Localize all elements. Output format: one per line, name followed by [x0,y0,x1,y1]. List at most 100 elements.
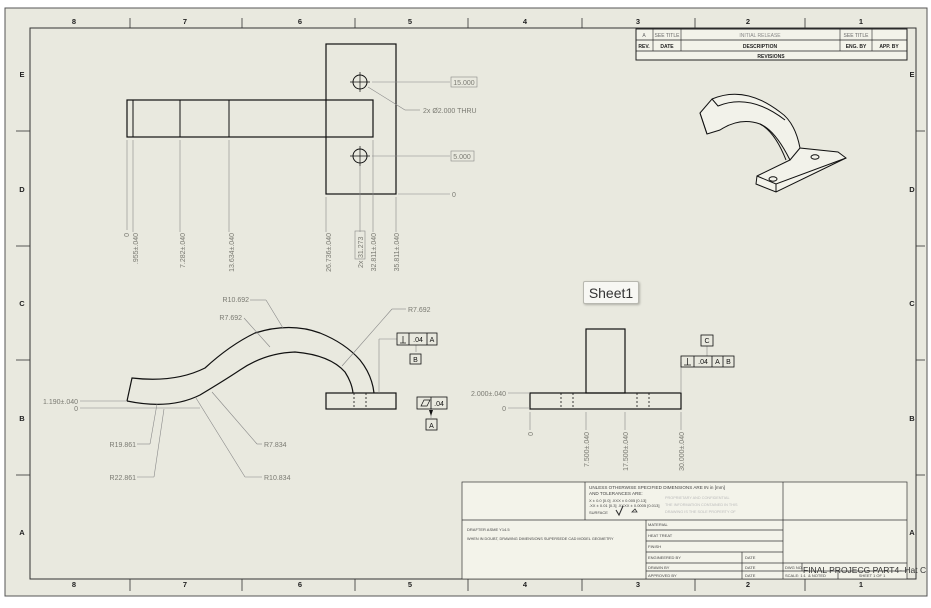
datum-label: A [429,423,434,430]
zone-row-label: A [909,528,915,537]
dim-label: 1.190±.040 [43,399,78,406]
rev-title: REVISIONS [757,54,785,60]
tb-field: MATERIAL [648,522,668,527]
rev-header: DATE [660,44,674,50]
tb-date: DATE [745,555,756,560]
gdt-datum-ref: A [715,359,720,366]
zone-column-label: 5 [408,17,412,26]
rev-cell: A [642,33,646,39]
dim-0: 0 [452,192,456,199]
tb-standard: WHEN IN DOUBT, DRAWING DIMENSIONS SUPERS… [467,537,614,541]
dim-5: 5.000 [453,154,471,161]
tb-proprietary: PROPRIETARY AND CONFIDENTIAL [665,496,730,500]
rev-header: ENG. BY [846,44,867,50]
rev-header: REV. [638,44,650,50]
ordinate-label: 17.500±.040 [623,432,630,471]
zone-row-label: A [19,528,25,537]
hole-callout: 2x Ø2.000 THRU [423,108,477,115]
tb-tolerance: X ± 0.0 [0.0] .XXX ± 0.005 [0.13] [589,498,646,503]
ordinate-label: .955±.040 [133,233,140,264]
datum-label: B [413,357,418,364]
radius-label: R10.834 [264,475,291,482]
zone-row-label: D [19,185,25,194]
rev-cell: INITIAL RELEASE [739,33,781,39]
tb-field: APPROVED BY [648,573,677,578]
zone-row-label: B [909,414,915,423]
ordinate-label: 0 [528,432,535,436]
ordinate-prefix: 2x [358,260,365,268]
tb-date: DATE [745,573,756,578]
tb-sheet: SHEET 1 OF 1 [859,573,886,578]
radius-label: R7.834 [264,442,287,449]
front-view[interactable] [80,299,448,478]
zone-column-label: 6 [298,17,302,26]
tb-dwg-no: DWG NO. [785,565,803,570]
tb-field: DRAWN BY [648,565,670,570]
tb-tolerance: .XX ± 0.01 [0.3] .XXXX ± 0.0005 [0.013] [589,503,659,508]
side-view[interactable] [508,328,735,430]
radius-label: R22.861 [110,475,137,482]
tb-scale: SCALE: 1:1 & NOTED [785,573,826,578]
zone-column-label: 1 [859,580,863,589]
ordinate-label: 30.000±.040 [679,432,686,471]
zone-row-label: C [909,299,915,308]
zone-column-label: 8 [72,17,76,26]
tb-date: DATE [745,565,756,570]
surface-symbols [615,505,638,517]
zone-column-label: 3 [636,17,640,26]
tb-notes: UNLESS OTHERWISE SPECIFIED DIMENSIONS AR… [589,485,725,490]
rev-cell: SEE TITLE [655,33,681,39]
ordinate-label: 13.634±.040 [229,233,236,272]
zone-column-label: 4 [523,17,528,26]
gdt-tolerance: .04 [698,359,708,366]
radius-label: R7.692 [408,307,431,314]
dim-label: 0 [502,406,506,413]
zone-column-label: 2 [746,17,750,26]
zone-column-label: 7 [183,17,187,26]
tb-proprietary: THE INFORMATION CONTAINED IN THIS [665,503,738,507]
zone-row-label: B [19,414,25,423]
zone-row-label: C [19,299,25,308]
isometric-view[interactable] [699,93,847,193]
zone-row-label: D [909,185,915,194]
ordinate-label: 0 [124,233,131,237]
tb-field: HEAT TREAT [648,533,673,538]
gdt-datum-ref: B [726,359,731,366]
top-view[interactable] [126,43,478,232]
ordinate-label: 7.500±.040 [584,432,591,467]
tb-notes: AND TOLERANCES ARE: [589,491,643,496]
title-block [461,481,908,580]
ordinate-label: 31.273 [358,236,365,258]
tb-field: ENGINEERED BY [648,555,681,560]
radius-label: R19.861 [110,442,137,449]
zone-column-label: 8 [72,580,76,589]
tb-field: FINISH [648,544,661,549]
revision-block: A SEE TITLE INITIAL RELEASE SEE TITLE RE… [635,28,908,61]
tb-surface: SURFACE [589,510,608,515]
ordinate-label: 32.811±.040 [371,233,378,271]
gdt-tolerance: .04 [413,337,423,344]
zone-column-label: 7 [183,580,187,589]
dim-label: 2.000±.040 [471,391,506,398]
radius-label: R10.692 [223,297,250,304]
ordinate-label: 7.282±.040 [180,233,187,268]
zone-column-label: 1 [859,17,863,26]
rev-header: DESCRIPTION [743,44,778,50]
zone-row-label: E [19,70,24,79]
tb-standard: DRAFTER ASME Y14.5 [467,527,510,532]
ordinate-label: 35.811±.040 [394,233,401,271]
flatness-tolerance: .04 [434,401,444,408]
dim-label: 0 [74,406,78,413]
dim-15: 15.000 [453,80,475,87]
rev-cell: SEE TITLE [844,33,870,39]
zone-row-label: E [909,70,914,79]
datum-label: C [704,338,709,345]
gdt-datum-ref: A [430,337,435,344]
zone-column-label: 4 [523,580,528,589]
tb-proprietary: DRAWING IS THE SOLE PROPERTY OF [665,510,736,514]
tb-title: FINAL PROJECG PART4- Hat C [803,565,926,575]
sheet-tooltip: Sheet1 [583,281,639,304]
